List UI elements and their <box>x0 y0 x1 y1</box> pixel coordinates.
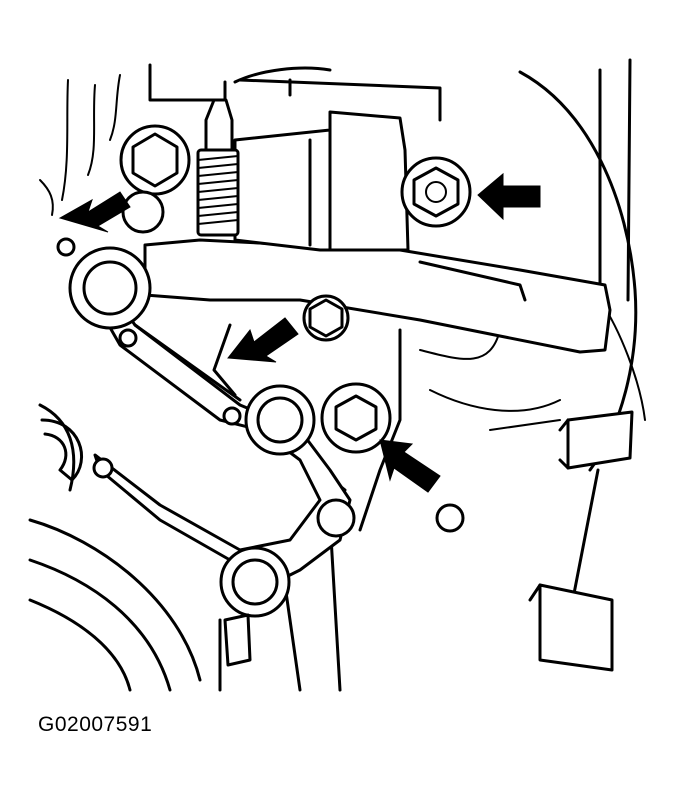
bolt-lower-small <box>316 498 356 538</box>
bolt-lower-strap <box>219 546 291 618</box>
left-boss <box>40 418 83 482</box>
arrow-upper-right <box>477 172 541 221</box>
engine-bracket-diagram <box>28 58 646 692</box>
tensioner-body <box>233 110 410 252</box>
figure-code-label: G02007591 <box>38 713 153 736</box>
spacer-lower <box>223 613 252 667</box>
bolt-center <box>302 294 350 342</box>
bolt-middle-strap <box>244 384 316 456</box>
threaded-stud <box>196 98 240 237</box>
bolt-upper-left <box>119 124 191 196</box>
arrow-center <box>227 317 299 363</box>
arrow-upper-left <box>58 191 131 233</box>
arrow-lower-right <box>379 439 441 493</box>
bolt-left-arm <box>68 246 152 330</box>
tensioner-arm <box>143 238 612 354</box>
bolt-lower-right <box>320 382 392 454</box>
dowel-pins <box>56 237 465 533</box>
right-bracket-tabs <box>528 410 634 672</box>
washer-left <box>121 190 165 234</box>
bolt-upper-right <box>400 156 472 228</box>
